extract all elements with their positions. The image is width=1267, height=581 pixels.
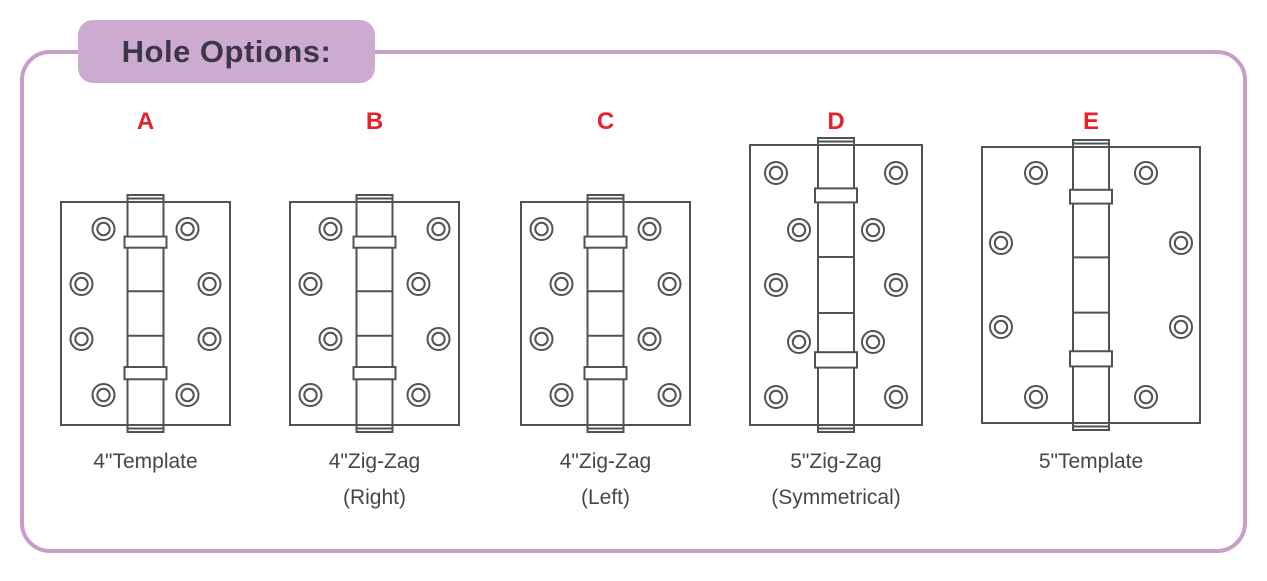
screw-hole (637, 327, 662, 351)
hinge-leaf-e (981, 146, 1201, 424)
screw-hole (529, 217, 554, 241)
option-caption-line2: (Symmetrical) (771, 486, 901, 509)
option-caption-line1: 4"Zig-Zag (328, 450, 421, 473)
option-caption-d: 5"Zig-Zag (Symmetrical) (686, 444, 986, 516)
option-letter-c: C (596, 108, 615, 135)
screw-hole (989, 231, 1013, 255)
screw-hole (989, 315, 1013, 339)
screw-hole (764, 385, 788, 409)
screw-hole (426, 217, 451, 241)
screw-hole (657, 272, 682, 296)
screw-hole (549, 272, 574, 296)
title-badge: Hole Options: (78, 20, 375, 83)
hinge-leaf-a (60, 201, 231, 426)
screw-hole (318, 327, 343, 351)
option-caption-line2: (Right) (342, 486, 406, 509)
screw-hole (549, 383, 574, 407)
screw-hole (861, 330, 885, 354)
screw-hole (787, 218, 811, 242)
hinge-leaf-c (520, 201, 691, 426)
option-caption-c: 4"Zig-Zag (Left) (456, 444, 756, 516)
screw-hole (884, 273, 908, 297)
screw-hole (69, 327, 94, 351)
screw-hole (1169, 315, 1193, 339)
screw-hole (787, 330, 811, 354)
screw-hole (1024, 161, 1048, 185)
screw-hole (764, 161, 788, 185)
option-caption-a: 4"Template (0, 444, 296, 480)
screw-hole (637, 217, 662, 241)
screw-hole (197, 327, 222, 351)
screw-hole (197, 272, 222, 296)
option-caption-b: 4"Zig-Zag (Right) (225, 444, 525, 516)
hinge-leaf-b (289, 201, 460, 426)
screw-hole (175, 383, 200, 407)
screw-hole (657, 383, 682, 407)
option-caption-line2: (Left) (580, 486, 630, 509)
screw-hole (91, 383, 116, 407)
option-caption-e: 5"Template (941, 444, 1241, 480)
screw-hole (91, 217, 116, 241)
option-caption-line1: 4"Template (93, 450, 198, 473)
option-letter-e: E (1082, 108, 1100, 135)
option-caption-line1: 5"Template (1038, 450, 1144, 473)
screw-hole (318, 217, 343, 241)
screw-hole (69, 272, 94, 296)
screw-hole (298, 272, 323, 296)
panel-border (20, 50, 1247, 553)
hinge-diagram-e (981, 139, 1201, 431)
hinge-diagram-a (60, 194, 231, 433)
screw-hole (861, 218, 885, 242)
option-letter-a: A (136, 108, 155, 135)
screw-hole (298, 383, 323, 407)
screw-hole (406, 383, 431, 407)
screw-hole (1024, 385, 1048, 409)
screw-hole (1169, 231, 1193, 255)
screw-hole (406, 272, 431, 296)
screw-hole (1134, 161, 1158, 185)
option-caption-line1: 4"Zig-Zag (559, 450, 652, 473)
screw-hole (426, 327, 451, 351)
screw-hole (175, 217, 200, 241)
screw-hole (884, 385, 908, 409)
hinge-leaf-d (749, 144, 923, 426)
option-letter-b: B (365, 108, 384, 135)
screw-hole (764, 273, 788, 297)
hinge-diagram-d (749, 137, 923, 433)
screw-hole (529, 327, 554, 351)
option-letter-d: D (827, 108, 845, 135)
panel-title: Hole Options: (121, 33, 332, 69)
screw-hole (1134, 385, 1158, 409)
option-caption-line1: 5"Zig-Zag (790, 450, 882, 473)
hinge-diagram-c (520, 194, 691, 433)
screw-hole (884, 161, 908, 185)
hinge-diagram-b (289, 194, 460, 433)
